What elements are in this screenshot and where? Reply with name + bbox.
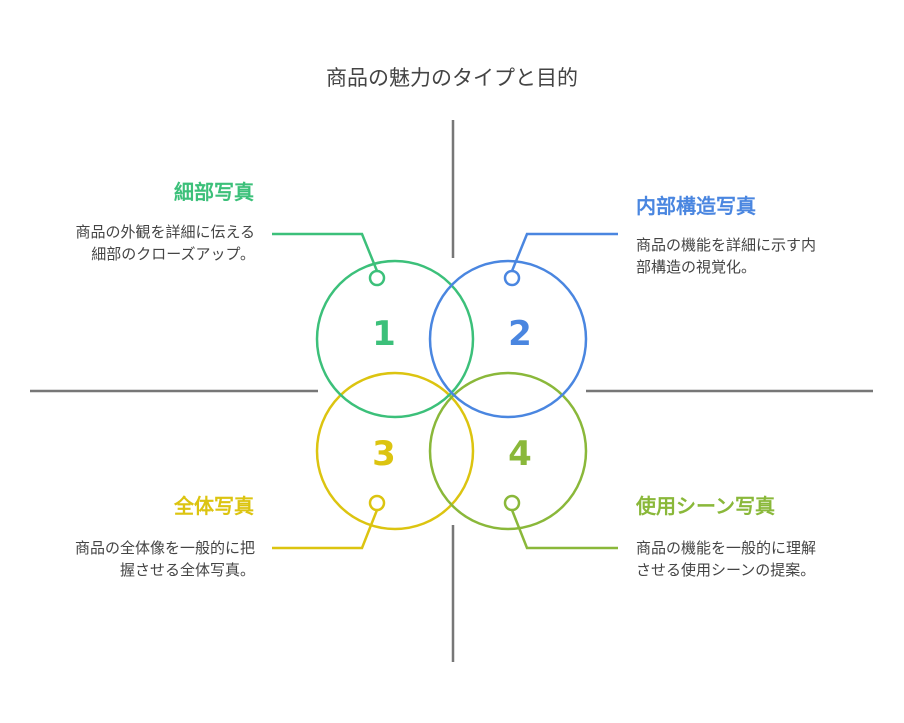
number-3: 3 <box>372 434 396 474</box>
number-1: 1 <box>372 314 396 354</box>
connector-3 <box>272 509 379 550</box>
connector-dot-2 <box>503 269 521 287</box>
connector-dot-4 <box>503 494 521 512</box>
diagram-title: 商品の魅力のタイプと目的 <box>326 66 578 90</box>
heading-1: 細部写真 <box>174 180 254 204</box>
desc-4: 商品の機能を一般的に理解させる使用シーンの提案。 <box>636 539 817 579</box>
heading-3: 全体写真 <box>174 494 254 518</box>
connector-1 <box>272 232 379 272</box>
desc-1: 商品の外観を詳細に伝える細部のクローズアップ。 <box>75 223 255 263</box>
number-2: 2 <box>508 314 532 354</box>
desc-2: 商品の機能を詳細に示す内部構造の視覚化。 <box>636 236 817 276</box>
circle-4 <box>428 371 588 531</box>
circle-3 <box>315 371 475 531</box>
connector-dot-1 <box>368 269 386 287</box>
desc-3: 商品の全体像を一般的に把握させる全体写真。 <box>74 539 255 579</box>
number-4: 4 <box>508 434 532 474</box>
heading-4: 使用シーン写真 <box>636 494 775 518</box>
circle-1 <box>315 259 475 419</box>
connector-2 <box>510 232 618 272</box>
circle-2 <box>428 259 588 419</box>
heading-2: 内部構造写真 <box>636 194 756 218</box>
connector-dot-3 <box>368 494 386 512</box>
connector-4 <box>510 509 618 550</box>
